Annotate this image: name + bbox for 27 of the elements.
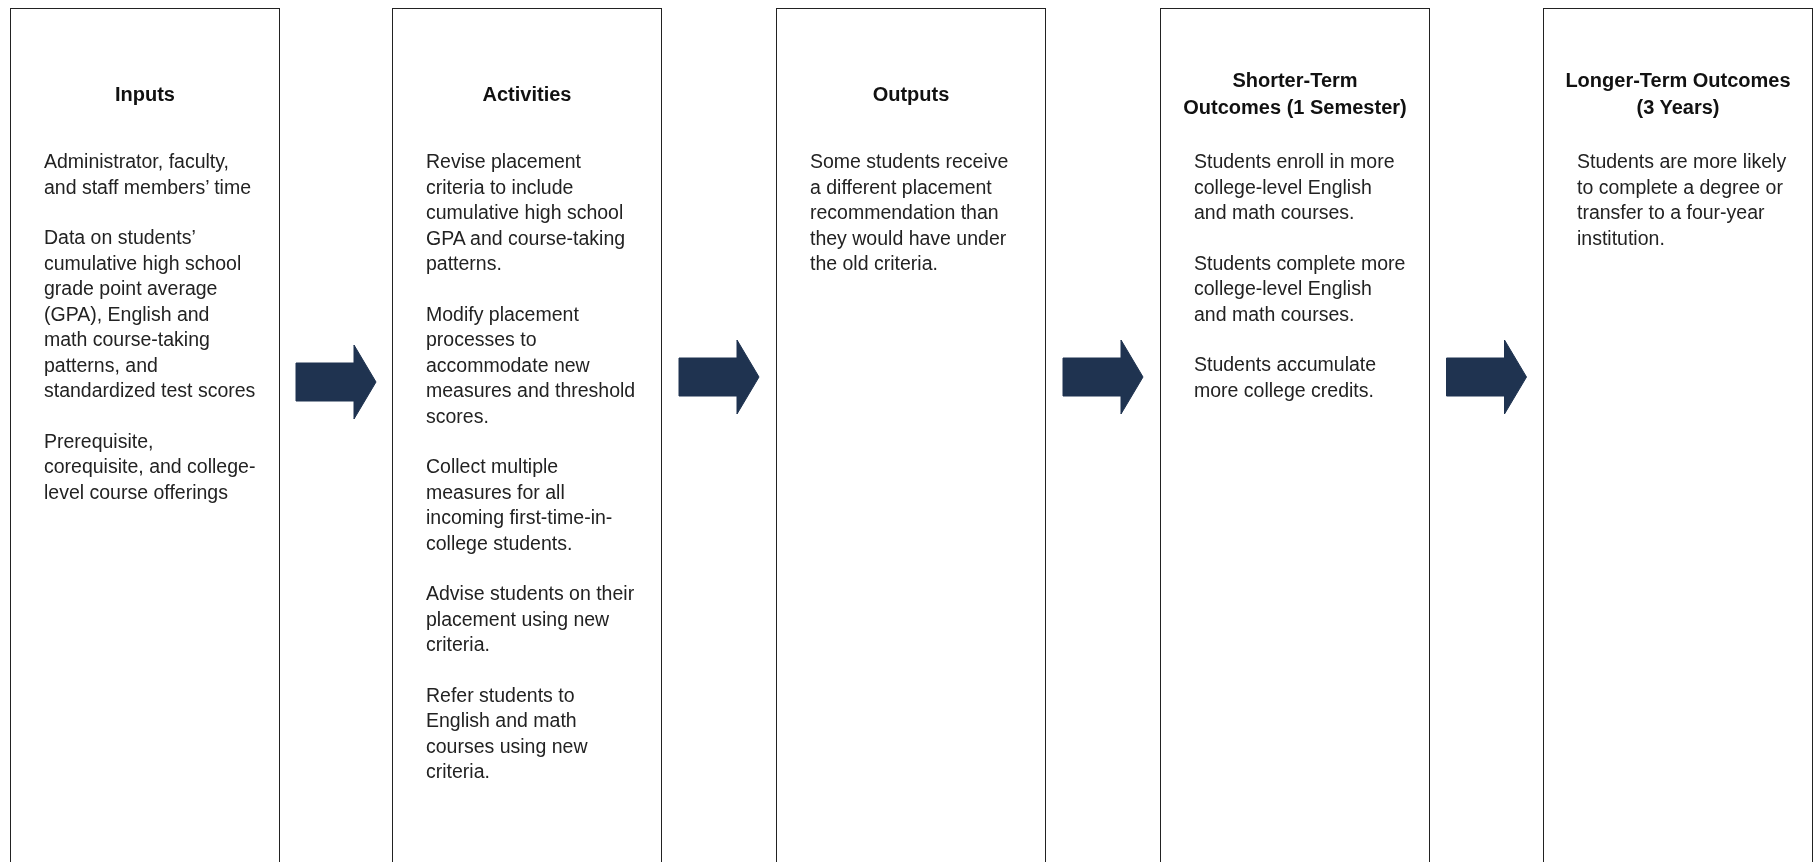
body-text: Collect multiple measures for all incoming first-time-in-college students. — [426, 454, 614, 556]
block-arrow — [1446, 339, 1527, 415]
body-text: Administrator, faculty, and staff members’ time — [44, 149, 252, 200]
body-text: Advise students on their placement using new criteria. — [426, 581, 636, 657]
column-box — [1543, 8, 1813, 862]
column-heading: Outputs — [872, 81, 950, 107]
body-text: Data on students’ cumulative high school grade point average (GPA), English and math course-taking patterns, and standardized test scores — [44, 225, 257, 403]
block-arrow — [1062, 339, 1144, 415]
column-box — [776, 8, 1046, 862]
body-text: Modify placement processes to accommodate new measures and threshold scores. — [426, 301, 637, 429]
column-heading: Longer-Term Outcomes (3 Years) — [1564, 68, 1792, 120]
body-text: Students complete more college-level English and math courses. — [1194, 250, 1407, 327]
body-text: Students enroll in more college-level English and math courses. — [1194, 149, 1396, 225]
body-text: Refer students to English and math courses using new criteria. — [426, 682, 589, 784]
column-box — [10, 8, 280, 862]
column-heading: Activities — [482, 81, 572, 107]
column-heading: Inputs — [115, 81, 175, 107]
column-box — [1160, 8, 1430, 862]
body-text: Students are more likely to complete a degree or transfer to a four-year institution. — [1577, 149, 1788, 251]
body-text: Prerequisite, corequisite, and college-level course offerings — [44, 428, 257, 505]
block-arrow — [295, 344, 377, 420]
block-arrow — [678, 339, 760, 415]
body-text: Some students receive a different placement recommendation than they would have under the old criteria. — [810, 149, 1010, 276]
body-text: Revise placement criteria to include cumulative high school GPA and course-taking patterns. — [426, 149, 627, 276]
column-box — [392, 8, 662, 862]
body-text: Students accumulate more college credits. — [1194, 352, 1378, 403]
column-heading: Shorter-Term Outcomes (1 Semester) — [1182, 68, 1408, 120]
